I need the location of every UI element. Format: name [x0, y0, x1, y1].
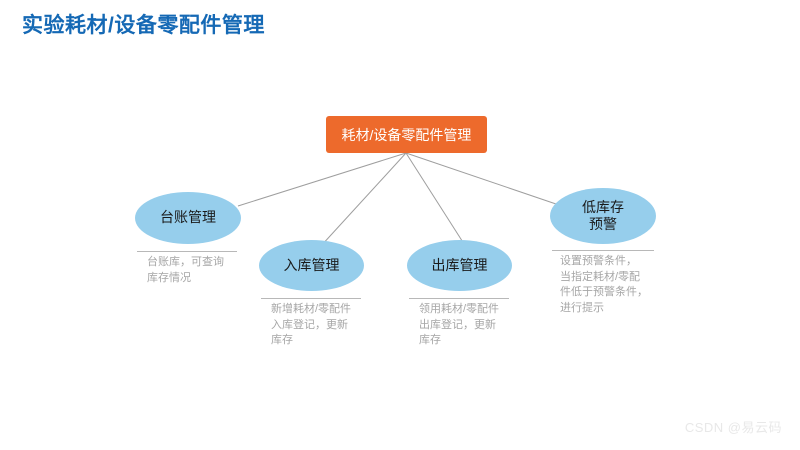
connector-line-ledger: [237, 152, 407, 207]
divider-ledger: [137, 251, 237, 252]
branch-inbound: 入库管理 新增耗材/零配件 入库登记，更新 库存: [259, 240, 364, 365]
bubble-inbound-label: 入库管理: [283, 256, 340, 273]
bubble-ledger[interactable]: 台账管理: [135, 192, 241, 244]
bubble-outbound[interactable]: 出库管理: [407, 240, 512, 291]
bubble-low-stock-alert-label: 低库存 预警: [582, 198, 624, 233]
bubble-low-stock-alert[interactable]: 低库存 预警: [550, 188, 656, 244]
desc-inbound: 新增耗材/零配件 入库登记，更新 库存: [271, 303, 352, 347]
bubble-outbound-label: 出库管理: [431, 256, 488, 273]
branch-outbound: 出库管理 领用耗材/零配件 出库登记，更新 库存: [407, 240, 512, 365]
desc-low-stock-alert: 设置预警条件， 当指定耗材/零配 件低于预警条件， 进行提示: [560, 255, 648, 314]
divider-low-stock-alert: [552, 250, 654, 251]
desc-ledger: 台账库，可查询 库存情况: [147, 256, 224, 284]
connector-line-inbound: [319, 152, 407, 248]
branch-ledger: 台账管理 台账库，可查询 库存情况: [135, 192, 241, 312]
desc-outbound: 领用耗材/零配件 出库登记，更新 库存: [419, 303, 500, 347]
connector-line-outbound: [405, 152, 467, 248]
root-node-label: 耗材/设备零配件管理: [341, 126, 472, 143]
connector-line-low-stock: [405, 152, 557, 205]
bubble-inbound[interactable]: 入库管理: [259, 240, 364, 291]
watermark: CSDN @易云码: [684, 420, 782, 435]
page-title: 实验耗材/设备零配件管理: [22, 14, 265, 37]
divider-inbound: [261, 298, 361, 299]
divider-outbound: [409, 298, 509, 299]
bubble-ledger-label: 台账管理: [160, 209, 216, 226]
branch-low-stock-alert: 低库存 预警 设置预警条件， 当指定耗材/零配 件低于预警条件， 进行提示: [550, 188, 656, 318]
root-node[interactable]: 耗材/设备零配件管理: [326, 116, 487, 153]
